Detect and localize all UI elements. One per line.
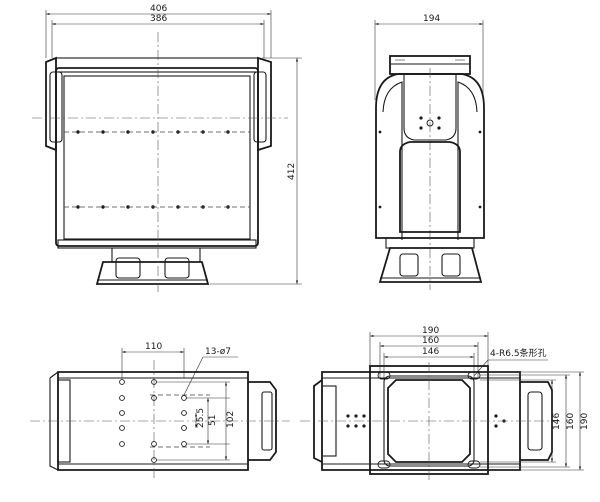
bottom-view: 110 13-ø7 bbox=[30, 342, 290, 480]
slot-bottom-right bbox=[467, 460, 481, 469]
dim-160-label: 160 bbox=[422, 336, 439, 346]
dim-v160-label: 160 bbox=[566, 413, 576, 430]
dim-110-label: 110 bbox=[145, 342, 162, 352]
slot-bottom-left bbox=[377, 460, 391, 469]
slot-top-right bbox=[467, 371, 481, 380]
bottom-hole-pattern bbox=[119, 379, 187, 463]
slot-callout-label: 4-R6.5条形孔 bbox=[490, 347, 547, 359]
dim-412-label: 412 bbox=[287, 163, 297, 180]
dim-194-label: 194 bbox=[423, 14, 440, 24]
dim-v146-label: 146 bbox=[552, 413, 562, 430]
hole-callout-label: 13-ø7 bbox=[205, 347, 231, 357]
dim-102-label: 102 bbox=[226, 411, 236, 428]
dim-190-label: 190 bbox=[422, 326, 439, 336]
front-view: 406 386 bbox=[32, 4, 302, 292]
dim-51-label: 51 bbox=[208, 415, 218, 426]
dim-25-5-label: 25.5 bbox=[196, 408, 206, 428]
top-view: 190 160 146 4-R6.5条形孔 bbox=[300, 326, 590, 482]
side-view: 194 bbox=[374, 14, 485, 290]
slot-top-left bbox=[377, 371, 391, 380]
dim-406-label: 406 bbox=[150, 4, 167, 14]
dim-v190-label: 190 bbox=[580, 413, 590, 430]
dim-146-label: 146 bbox=[422, 347, 439, 357]
dim-386-label: 386 bbox=[150, 14, 167, 24]
